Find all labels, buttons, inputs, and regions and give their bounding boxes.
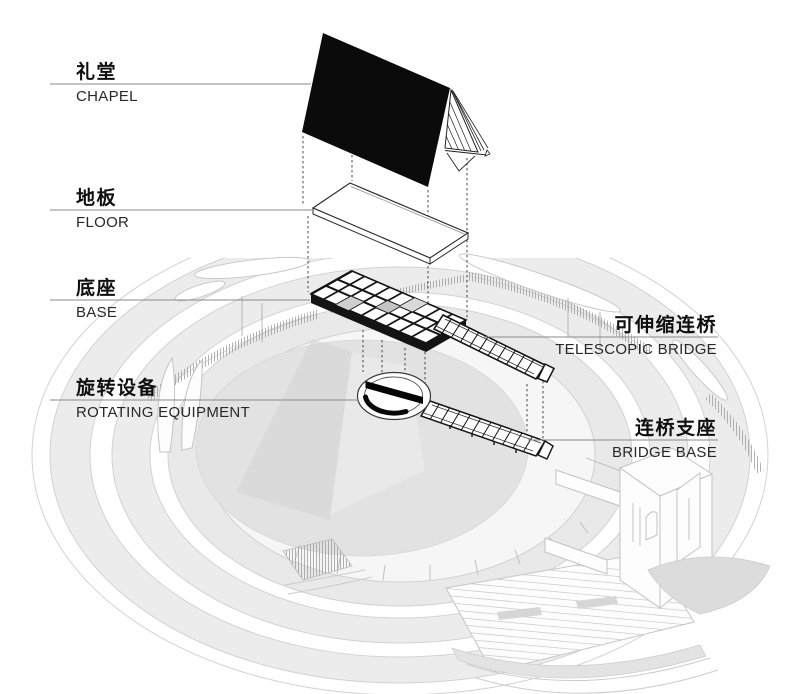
floor-slab xyxy=(311,182,470,265)
label-rotating-equipment: 旋转设备 ROTATING EQUIPMENT xyxy=(76,378,251,421)
chapel-gable xyxy=(444,88,491,172)
chapel-label-zh: 礼堂 xyxy=(76,62,118,83)
base-label-en: BASE xyxy=(76,304,118,321)
label-bridge-base: 连桥支座 BRIDGE BASE xyxy=(612,418,717,461)
floor-label-en: FLOOR xyxy=(76,214,130,231)
telescopic-bridge-label-zh: 可伸缩连桥 xyxy=(614,315,717,336)
tower-building xyxy=(544,447,714,610)
base-frame xyxy=(309,269,468,352)
petal-walls xyxy=(157,356,203,453)
stage-shadow-wedge xyxy=(236,339,352,520)
stage-stair-hatch xyxy=(282,538,373,595)
chapel-label-en: CHAPEL xyxy=(76,88,138,105)
label-telescopic-bridge: 可伸缩连桥 TELESCOPIC BRIDGE xyxy=(555,315,717,358)
base-label-zh: 底座 xyxy=(76,278,118,299)
label-floor: 地板 FLOOR xyxy=(76,188,130,231)
bridge-base-label-zh: 连桥支座 xyxy=(634,418,717,439)
telescopic-bridge-ladder xyxy=(432,313,556,383)
label-base: 底座 BASE xyxy=(76,278,118,321)
rotating-equipment-label-zh: 旋转设备 xyxy=(76,378,159,399)
floor-label-zh: 地板 xyxy=(76,188,118,209)
chapel-roof xyxy=(302,33,491,187)
roof-canopy-bands xyxy=(174,253,728,401)
label-chapel: 礼堂 CHAPEL xyxy=(76,62,138,105)
column-lines xyxy=(241,296,601,350)
plaza-crescent xyxy=(647,556,771,615)
rotating-equipment-label-en: ROTATING EQUIPMENT xyxy=(76,404,251,421)
fan-steps xyxy=(451,644,719,694)
telescopic-bridge-label-en: TELESCOPIC BRIDGE xyxy=(555,341,717,358)
rotating-equipment-disc xyxy=(356,371,432,421)
bridge-base-ladder xyxy=(419,400,554,460)
bridge-base-label-en: BRIDGE BASE xyxy=(612,444,717,461)
